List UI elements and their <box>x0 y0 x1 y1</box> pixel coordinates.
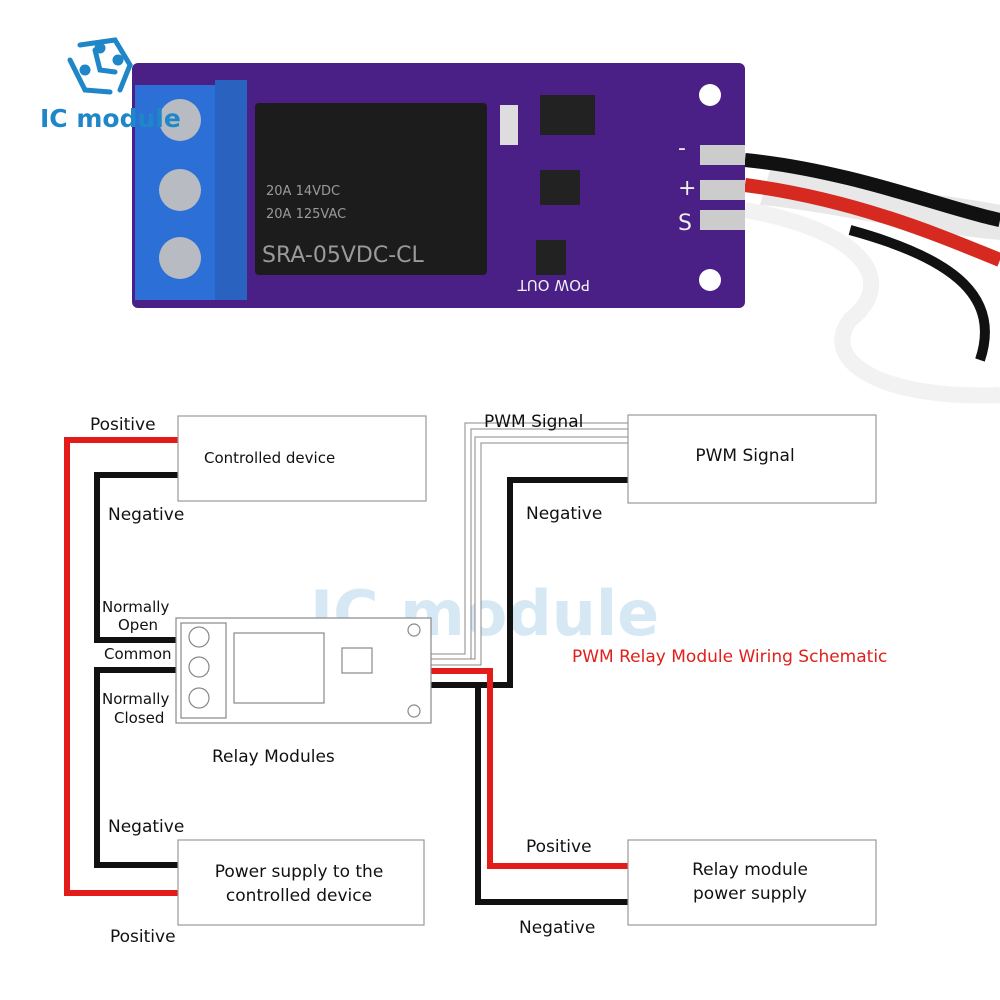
relay-negative-wire <box>414 682 628 905</box>
svg-text:Power supply to the: Power supply to the <box>215 862 384 882</box>
common-wire <box>94 667 178 868</box>
relay-positive-wire <box>414 668 628 869</box>
logo-text: IC module <box>40 104 181 133</box>
svg-text:Normally: Normally <box>102 690 169 708</box>
power-supply-box <box>177 839 425 926</box>
relay-module-drawing <box>175 617 432 724</box>
controlled-device-box <box>177 415 427 502</box>
svg-text:power supply: power supply <box>693 884 807 904</box>
svg-text:Open: Open <box>118 616 158 634</box>
svg-text:Negative: Negative <box>526 504 602 524</box>
svg-text:Common: Common <box>104 645 172 663</box>
relay-power-supply-box <box>627 839 877 926</box>
wires-right <box>414 422 628 905</box>
svg-text:20A 14VDC: 20A 14VDC <box>266 184 340 199</box>
relay-component <box>255 103 487 275</box>
svg-text:Negative: Negative <box>108 505 184 525</box>
svg-text:+: + <box>678 176 696 201</box>
svg-text:Relay Modules: Relay Modules <box>212 747 335 767</box>
svg-text:Positive: Positive <box>110 927 176 947</box>
pwm-signal-box <box>627 414 877 504</box>
normally-open-wire <box>94 472 178 643</box>
positive-wire <box>64 437 178 896</box>
logo: IC module <box>40 37 181 133</box>
pwm-signal-wire <box>414 423 628 660</box>
svg-text:controlled device: controlled device <box>226 886 372 906</box>
svg-text:Controlled device: Controlled device <box>204 449 335 467</box>
svg-text:Closed: Closed <box>114 709 164 727</box>
svg-text:Negative: Negative <box>519 918 595 938</box>
svg-text:SRA-05VDC-CL: SRA-05VDC-CL <box>262 243 425 268</box>
svg-text:PWM Signal: PWM Signal <box>695 446 794 466</box>
svg-text:Positive: Positive <box>526 837 592 857</box>
relay-board-photo: 20A 14VDC 20A 125VAC SRA-05VDC-CL POW OU… <box>132 63 1000 404</box>
schematic-title: PWM Relay Module Wiring Schematic <box>572 647 887 667</box>
hexagon-circuit-icon <box>67 37 133 95</box>
svg-text:Normally: Normally <box>102 598 169 616</box>
svg-text:Positive: Positive <box>90 415 156 435</box>
svg-text:Relay module: Relay module <box>692 860 808 880</box>
svg-text:S: S <box>678 211 692 236</box>
svg-text:-: - <box>678 136 686 161</box>
svg-text:PWM Signal: PWM Signal <box>484 412 583 432</box>
wires-left <box>64 437 178 896</box>
svg-text:Negative: Negative <box>108 817 184 837</box>
svg-text:POW OUT: POW OUT <box>517 276 590 294</box>
svg-text:20A 125VAC: 20A 125VAC <box>266 207 346 222</box>
